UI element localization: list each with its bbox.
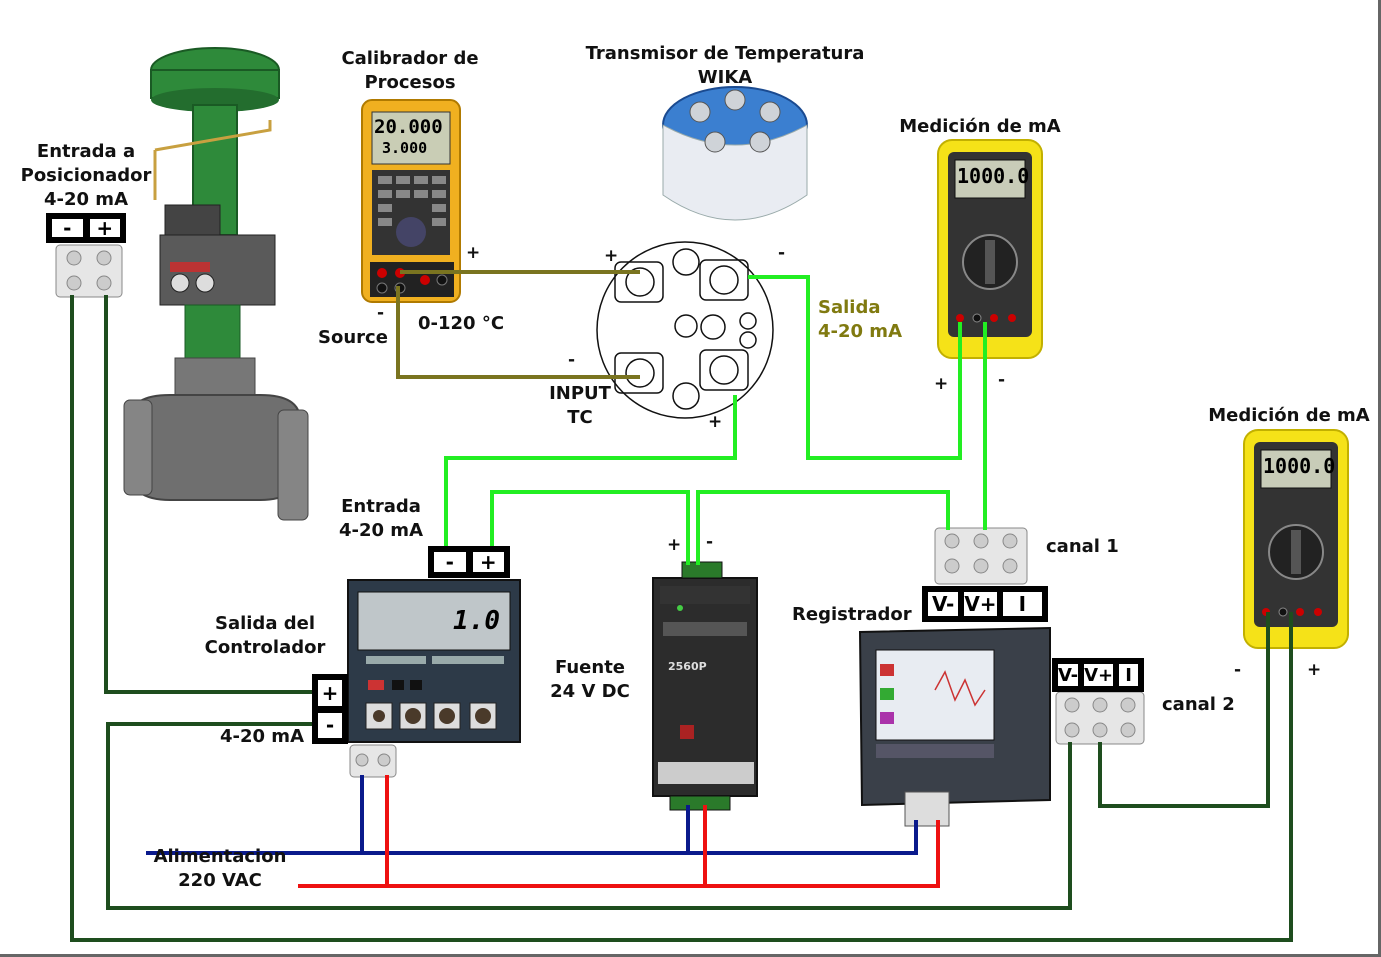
canal2-label: canal 2 — [1162, 694, 1235, 715]
tx-output-minus-sign: - — [778, 243, 786, 263]
meter1-plus-sign: + — [934, 374, 949, 394]
meter1-label: Medición de mA — [899, 116, 1061, 137]
calibrator-minus-sign: - — [377, 303, 385, 323]
wire-blue-neutral — [146, 820, 918, 855]
salida-label-line2: 4-20 mA — [818, 321, 902, 342]
canal1-label: canal 1 — [1046, 536, 1119, 557]
controller-input-minus: - — [432, 550, 468, 574]
tx-input-minus-sign: - — [568, 350, 576, 370]
positioner-label: Entrada a Posicionador 4-20 mA — [6, 140, 166, 212]
controller-input-terminal-box: - + — [428, 546, 510, 578]
transmitter-terminal-diagram — [596, 241, 774, 419]
terminal-blocks — [55, 244, 1145, 778]
controller — [347, 579, 521, 743]
control-valve — [123, 47, 309, 521]
tx-input-plus-sign: + — [604, 246, 619, 266]
transmitter-label-line2: WIKA — [697, 67, 753, 88]
calibrator-display: 20.000 3.000 — [374, 116, 448, 158]
controller-output-line1: Salida del — [214, 613, 315, 634]
controller-output-terminal-box: + - — [312, 674, 348, 744]
wika-transmitter — [662, 86, 808, 221]
psu-minus-sign: - — [706, 532, 714, 552]
meter1-display: 1000.0 — [957, 164, 1030, 188]
controller-output-label: Salida del Controlador — [200, 612, 330, 660]
psu-label-line1: Fuente — [554, 657, 626, 678]
calibrator-label: Calibrador de Procesos — [330, 47, 490, 95]
controller-output-minus: - — [316, 710, 344, 740]
canal1-i: I — [1000, 590, 1044, 618]
controller-ma-label: 4-20 mA — [220, 726, 304, 747]
recorder — [858, 626, 1051, 827]
process-calibrator — [361, 99, 461, 303]
calibrator-reading-1: 20.000 — [374, 116, 443, 138]
canal2-v-plus: V+ — [1082, 662, 1116, 688]
entrada-label-line2: 4-20 mA — [339, 520, 423, 541]
psu-label: Fuente 24 V DC — [545, 656, 635, 704]
psu-plus-sign: + — [667, 535, 682, 555]
canal2-v-minus: V- — [1056, 662, 1081, 688]
wire-olive-minus — [396, 286, 640, 379]
controller-output-plus: + — [316, 678, 344, 708]
wire-red-line — [298, 820, 940, 888]
positioner-label-line3: 4-20 mA — [44, 189, 128, 210]
meter2-label: Medición de mA — [1208, 405, 1370, 426]
entrada-label-line1: Entrada — [341, 496, 421, 517]
calibrator-reading-2: 3.000 — [382, 139, 428, 157]
canal2-i: I — [1117, 662, 1140, 688]
recorder-label: Registrador — [792, 604, 912, 625]
wire-dark-controller-minus — [106, 722, 1072, 910]
wire-dark-positioner-plus — [104, 295, 315, 694]
psu-model: 2560P — [668, 660, 707, 673]
positioner-label-line1: Entrada a — [36, 141, 136, 162]
controller-display: 1.0 — [453, 606, 500, 636]
positioner-label-line2: Posicionador — [20, 165, 152, 186]
entrada-controller-label: Entrada 4-20 mA — [326, 495, 436, 543]
tx-output-plus-sign: + — [708, 412, 723, 432]
power-label: Alimentacion 220 VAC — [150, 845, 290, 893]
wire-dark-positioner-minus — [70, 295, 1293, 942]
calibrator-plus-sign: + — [466, 243, 481, 263]
wires — [70, 270, 1293, 942]
input-tc-label: INPUT TC — [540, 382, 620, 430]
meter1-minus-sign: - — [998, 370, 1006, 390]
canal2-terminal-box: V- V+ I — [1052, 658, 1144, 692]
multimeter-2 — [1243, 429, 1349, 649]
controller-input-plus: + — [470, 550, 506, 574]
wire-green-output-minus — [748, 275, 962, 460]
power-label-line1: Alimentacion — [153, 846, 287, 867]
wire-green-loop-plus — [444, 395, 737, 548]
source-label: Source — [318, 327, 388, 348]
salida-label: Salida 4-20 mA — [818, 296, 908, 344]
input-label-line2: TC — [567, 407, 593, 428]
canal1-terminal-box: V- V+ I — [922, 586, 1048, 622]
meter2-minus-sign: - — [1234, 660, 1242, 680]
psu-label-line2: 24 V DC — [550, 681, 630, 702]
wire-dark-canal2 — [1098, 612, 1270, 808]
transmitter-label-line1: Transmisor de Temperatura — [585, 43, 865, 64]
temp-range-label: 0-120 °C — [418, 313, 505, 334]
wire-green-entrada-plus — [490, 490, 690, 565]
positioner-plus: + — [87, 216, 122, 240]
canal1-v-plus: V+ — [962, 590, 999, 618]
canal1-v-minus: V- — [926, 590, 961, 618]
positioner-minus: - — [50, 216, 85, 240]
wire-green-psu-minus — [696, 490, 950, 565]
multimeter-1 — [937, 139, 1043, 359]
calibrator-label-line1: Calibrador de — [341, 48, 479, 69]
controller-output-line2: Controlador — [204, 637, 326, 658]
input-label-line1: INPUT — [549, 383, 611, 404]
positioner-terminal-box: - + — [46, 213, 126, 243]
transmitter-label: Transmisor de Temperatura WIKA — [580, 42, 870, 90]
salida-label-line1: Salida — [818, 297, 881, 318]
calibrator-label-line2: Procesos — [364, 72, 456, 93]
meter2-display: 1000.0 — [1263, 454, 1336, 478]
power-supply — [652, 561, 758, 811]
power-label-line2: 220 VAC — [178, 870, 262, 891]
meter2-plus-sign: + — [1307, 660, 1322, 680]
